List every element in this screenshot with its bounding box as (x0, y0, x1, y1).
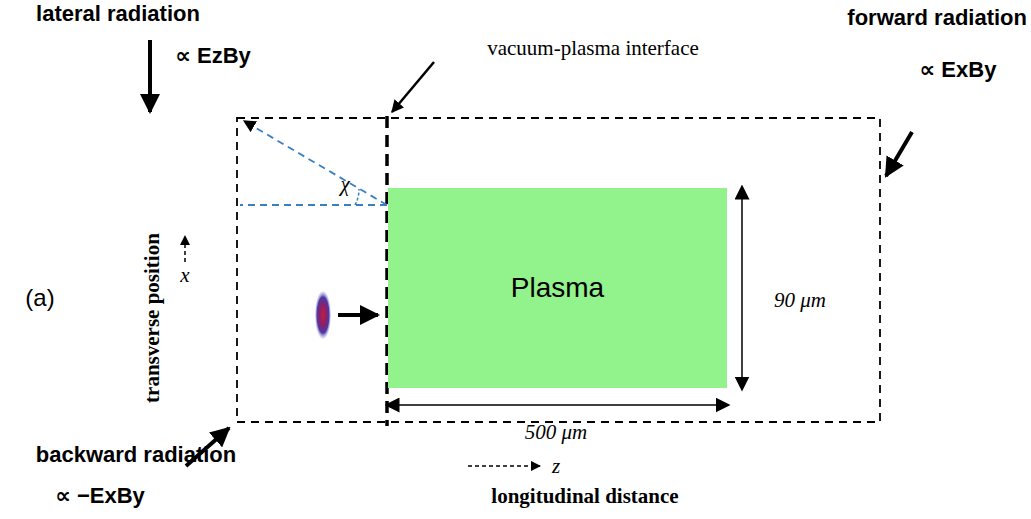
angle-ray (244, 121, 387, 205)
angle-ref-line (240, 204, 387, 206)
x-axis-arrow (184, 236, 186, 262)
formula: ∝ −ExBy (55, 483, 145, 509)
forward-arrow (886, 132, 912, 176)
annotation-label: vacuum-plasma interface (487, 36, 699, 61)
annotation-title: forward radiation (847, 5, 1027, 31)
dimension-label: 90 μm (774, 288, 826, 313)
axis-symbol: x (180, 263, 189, 288)
angle-symbol: χ (340, 172, 349, 197)
width-dimension (741, 192, 743, 384)
z-axis-arrow (468, 465, 540, 467)
axis-label: longitudinal distance (491, 484, 678, 509)
annotation-title: lateral radiation (36, 1, 200, 27)
annotation-title: backward radiation (36, 442, 237, 468)
angle-arc (355, 189, 359, 205)
lateral-arrow (148, 40, 152, 112)
boundary-box (237, 118, 880, 422)
panel-label: (a) (25, 284, 54, 312)
axis-symbol: z (552, 454, 560, 479)
leader-arrow (392, 62, 434, 112)
plasma-region: Plasma (388, 188, 727, 388)
laser-pulse (315, 291, 331, 339)
dimension-label: 500 μm (525, 420, 587, 445)
length-dimension (392, 404, 723, 406)
node-label: Plasma (511, 272, 604, 304)
formula: ∝ EzBy (175, 43, 251, 69)
axis-label: transverse position (140, 233, 165, 403)
formula: ∝ ExBy (920, 57, 997, 83)
propagation-arrow (338, 313, 378, 317)
